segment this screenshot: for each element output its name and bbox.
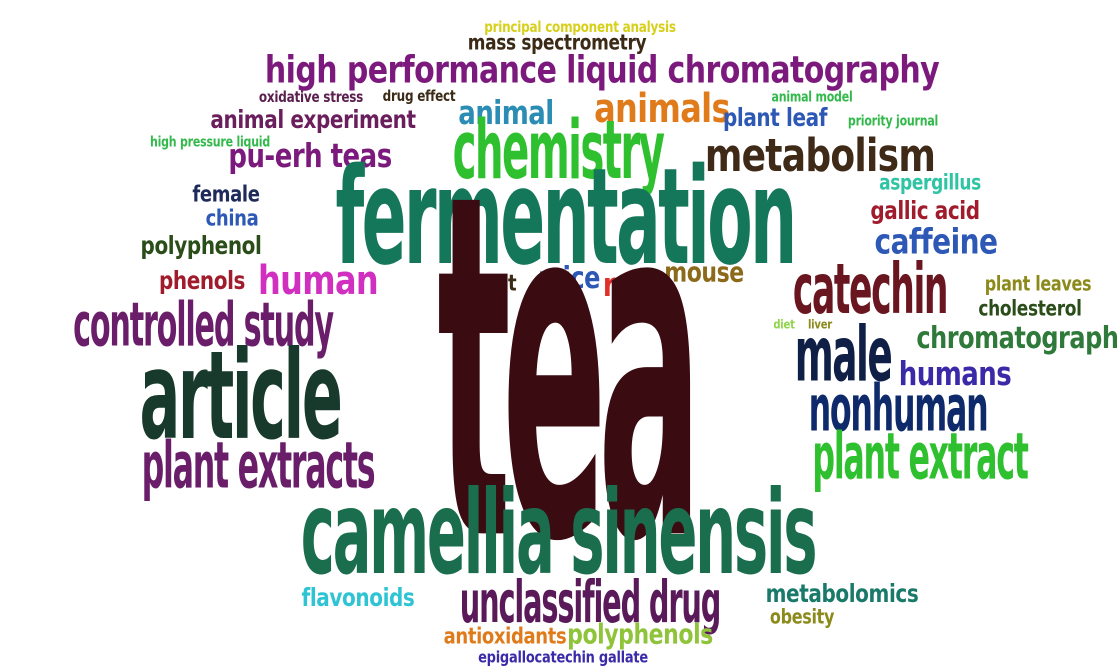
word-animal-model: animal model (771, 88, 853, 106)
word-female: female (192, 181, 260, 208)
word-animal: animal (458, 95, 554, 133)
word-unclassified-drug: unclassified drug (459, 569, 722, 637)
word-mass-spectrometry: mass spectrometry (467, 30, 647, 56)
word-metabolism: metabolism (704, 130, 936, 182)
word-mouse: mouse (664, 257, 744, 289)
word-tea: tea (437, 92, 702, 646)
word-animal-experiment: animal experiment (210, 104, 416, 134)
word-pu-erh-teas: pu-erh teas (228, 138, 392, 176)
word-cholesterol: cholesterol (978, 296, 1082, 322)
word-chemistry: chemistry (452, 104, 665, 199)
word-polyphenols: polyphenols (567, 619, 713, 651)
word-priority-journal: priority journal (847, 112, 939, 130)
word-caffeine: caffeine (874, 220, 998, 262)
word-aspergillus: aspergillus (879, 170, 981, 196)
word-flavonoids: flavonoids (301, 582, 415, 612)
word-china: china (205, 205, 259, 232)
word-humans: humans (898, 356, 1012, 394)
word-mice: mice (538, 260, 600, 296)
word-diet: diet (773, 318, 795, 333)
word-liver: liver (807, 318, 833, 333)
word-obesity: obesity (769, 604, 835, 629)
word-fermentation: fermentation (335, 139, 797, 295)
word-antioxidants: antioxidants (443, 623, 567, 650)
word-chromatography: chromatography (916, 320, 1117, 356)
word-rat: rat (487, 270, 517, 297)
word-oxidative-stress: oxidative stress (258, 88, 364, 106)
word-drug-effect: drug effect (382, 87, 456, 105)
word-gallic-acid: gallic acid (870, 195, 980, 225)
word-principal-component-analysis: principal component analysis (484, 18, 676, 36)
word-rats: rats (602, 267, 660, 305)
word-plant-extracts: plant extracts (141, 429, 376, 504)
word-animals: animals (594, 84, 730, 132)
word-high-performance-liquid-chromatography: high performance liquid chromatography (264, 48, 940, 93)
word-high-pressure-liquid: high pressure liquid (149, 133, 271, 151)
word-camellia-sinensis: camellia sinensis (300, 465, 818, 601)
word-plant-leaf: plant leaf (722, 102, 828, 132)
word-metabolomics: metabolomics (765, 578, 919, 608)
word-polyphenol: polyphenol (140, 230, 262, 260)
word-phenols: phenols (158, 265, 246, 295)
word-epigallocatechin-gallate: epigallocatechin gallate (478, 648, 648, 668)
word-male: male (794, 312, 893, 400)
word-human: human (257, 256, 379, 304)
word-catechin: catechin (792, 249, 949, 331)
word-plant-leaves: plant leaves (984, 271, 1092, 296)
word-plant-extract: plant extract (812, 420, 1028, 495)
word-controlled-study: controlled study (73, 288, 334, 360)
word-nonhuman: nonhuman (808, 372, 989, 447)
word-article: article (139, 324, 343, 468)
